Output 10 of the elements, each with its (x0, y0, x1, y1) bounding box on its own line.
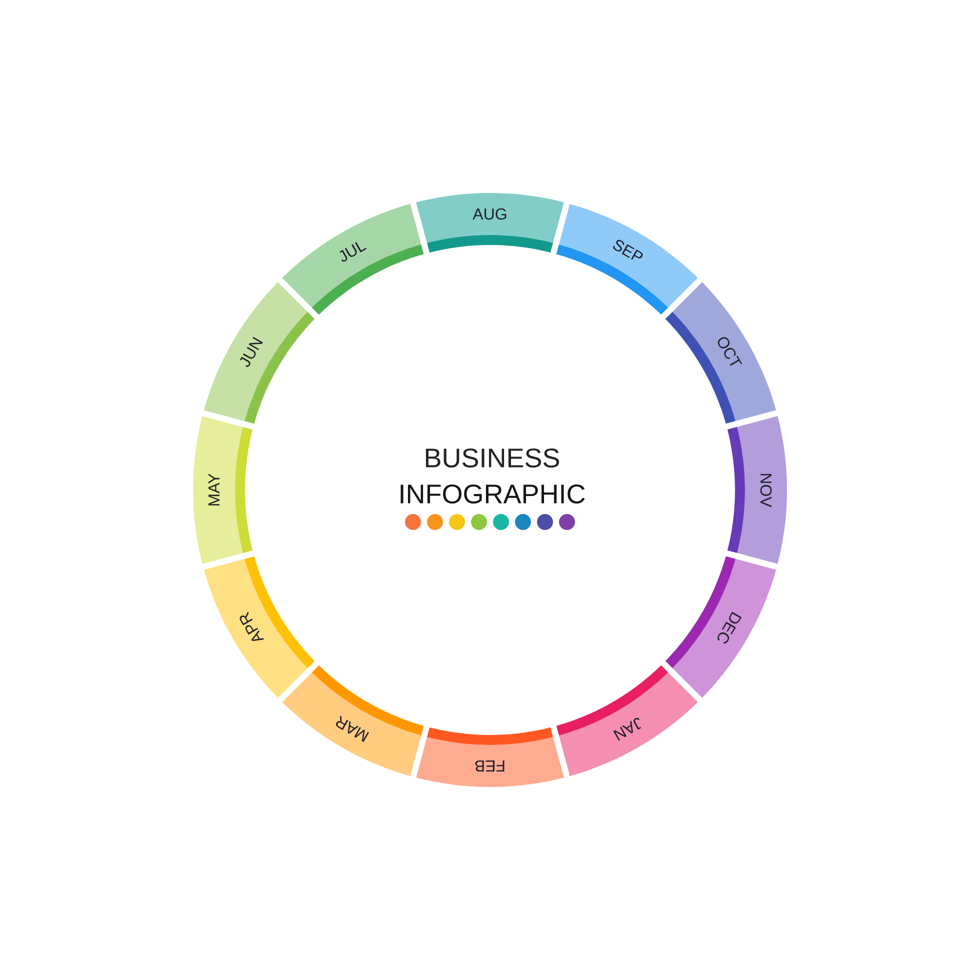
month-segment: JAN (550, 659, 704, 781)
heading-text: INFOGRAPHIC (400, 484, 585, 504)
month-segment: JUL (276, 199, 430, 321)
month-segment: MAR (276, 659, 430, 781)
month-segment: FEB (409, 722, 571, 787)
month-segment: NOV (722, 409, 787, 571)
month-segment: MAY (193, 409, 258, 571)
month-segment: AUG (409, 193, 571, 258)
month-segment: SEP (550, 199, 704, 321)
heading-text: BUSINESS (426, 448, 560, 468)
